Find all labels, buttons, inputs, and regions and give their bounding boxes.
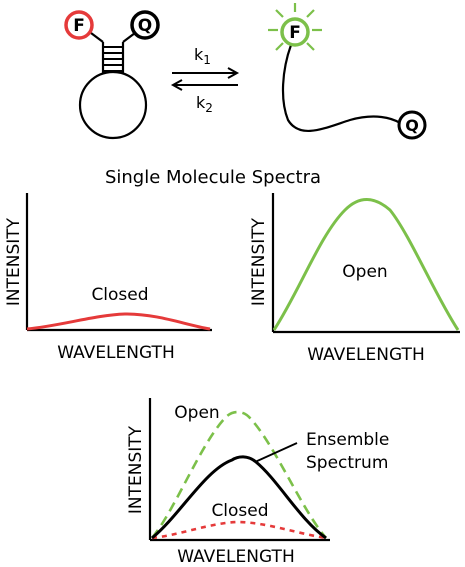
x-axis-label: WAVELENGTH — [307, 345, 424, 365]
section-title: Single Molecule Spectra — [105, 167, 321, 188]
ray — [306, 42, 315, 51]
ray — [275, 9, 284, 18]
open-molecule: F Q — [268, 3, 427, 140]
linker-to-fluorophore — [90, 32, 104, 43]
ray — [306, 9, 315, 18]
open-curve-label: Open — [342, 262, 387, 282]
fluorescence-rays — [268, 3, 322, 51]
open-spectrum-panel: Open WAVELENGTH INTENSITY — [249, 193, 460, 365]
quencher-label: Q — [405, 116, 419, 135]
y-axis-label: INTENSITY — [4, 217, 24, 306]
quencher-circle — [130, 10, 160, 40]
ensemble-label-line2: Spectrum — [306, 453, 388, 473]
hairpin-molecule: F Q — [64, 10, 160, 140]
x-axis-label: WAVELENGTH — [57, 343, 174, 363]
y-axis-label: INTENSITY — [126, 425, 146, 514]
closed-curve-label: Closed — [91, 285, 148, 305]
fluorophore-circle — [64, 10, 94, 40]
forward-rate-label: k1 — [194, 45, 211, 67]
ensemble-spectrum-panel: Open Ensemble Spectrum Closed WAVELENGTH… — [126, 398, 389, 567]
open-curve-label: Open — [174, 403, 219, 423]
closed-curve — [26, 312, 211, 331]
forward-arrow-head — [227, 67, 240, 79]
ensemble-label-line1: Ensemble — [306, 430, 389, 450]
equilibrium-arrows: k1 k2 — [170, 45, 240, 115]
fluorophore-label: F — [289, 23, 301, 43]
x-axis-label: WAVELENGTH — [177, 547, 294, 567]
dna-strand — [281, 44, 401, 132]
y-axis-label: INTENSITY — [249, 217, 269, 306]
fluorophore-circle — [280, 17, 310, 47]
quencher-label: Q — [138, 16, 152, 36]
fluorophore-label: F — [73, 16, 85, 36]
ensemble-pointer-line — [254, 442, 298, 463]
reverse-arrow-head — [170, 79, 183, 91]
hairpin-loop — [78, 70, 148, 140]
open-curve — [272, 198, 460, 331]
quencher-circle — [397, 110, 427, 140]
ray — [275, 42, 284, 51]
linker-to-quencher — [122, 32, 136, 43]
reverse-rate-label: k2 — [196, 93, 213, 115]
closed-spectrum-panel: Closed WAVELENGTH INTENSITY — [4, 193, 212, 363]
closed-curve-label: Closed — [211, 501, 268, 521]
ensemble-curve — [151, 455, 327, 540]
closed-dashed-curve — [151, 520, 327, 540]
